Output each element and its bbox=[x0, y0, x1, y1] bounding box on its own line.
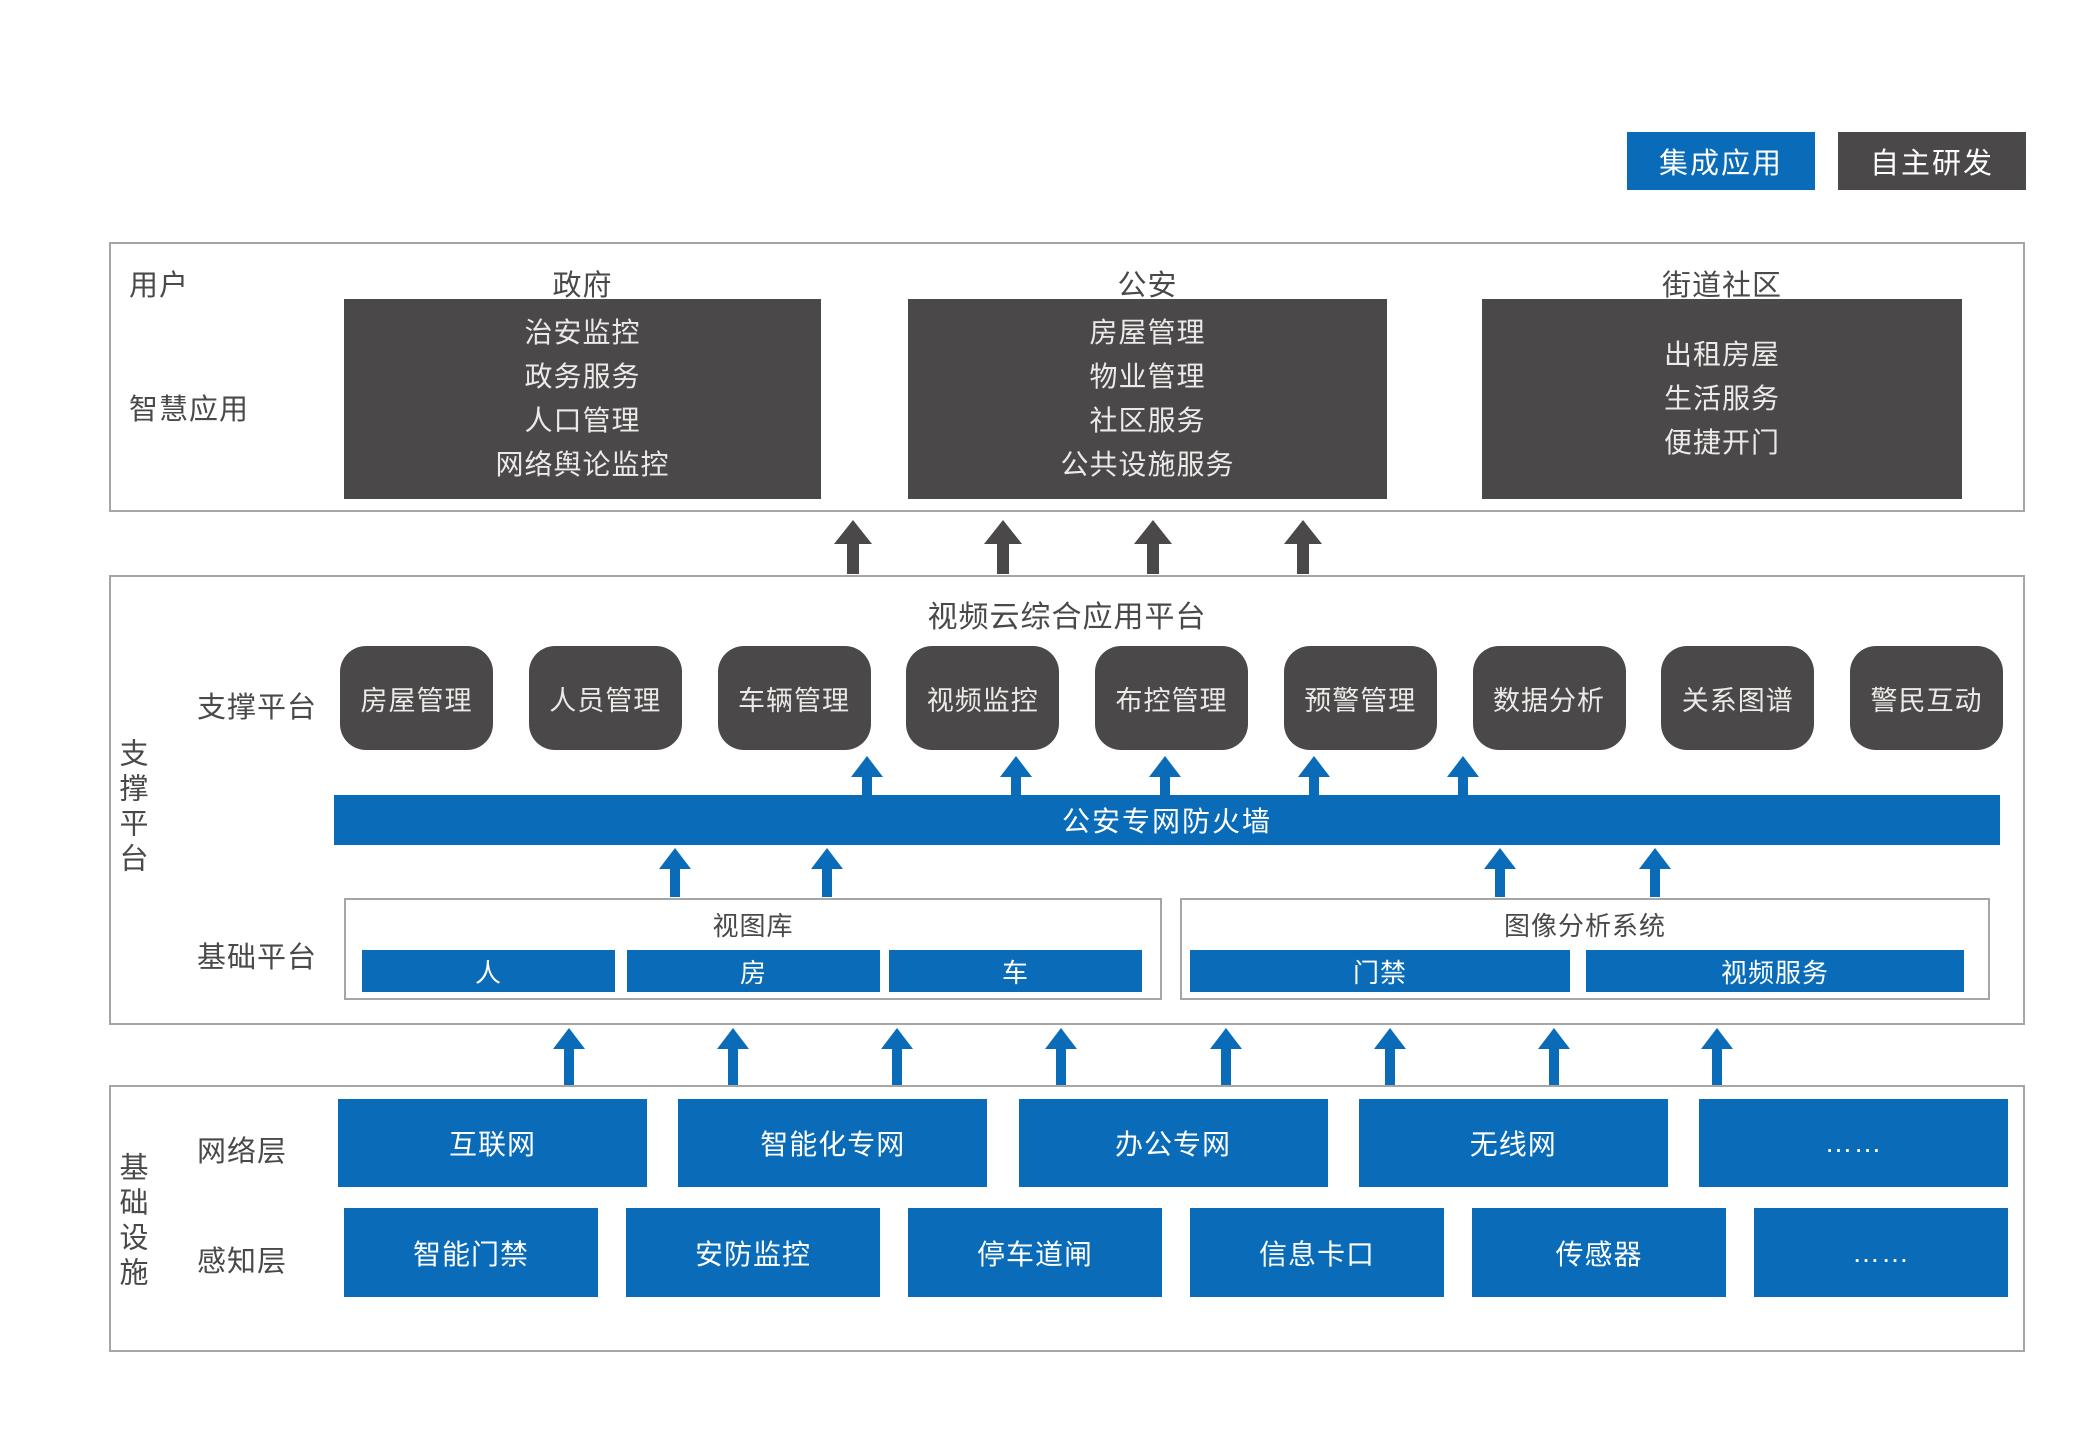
app-item: 出租房屋 bbox=[1663, 339, 1780, 370]
app-item: 治安监控 bbox=[524, 317, 641, 348]
support-module: 关系图谱 bbox=[1661, 646, 1815, 750]
up-arrow-icon bbox=[1484, 848, 1516, 897]
up-arrow-icon bbox=[1447, 756, 1479, 795]
sensing-item: 信息卡口 bbox=[1190, 1208, 1444, 1297]
app-item: 社区服务 bbox=[1089, 405, 1206, 436]
network-item: 无线网 bbox=[1358, 1099, 1668, 1187]
row-label-smart-apps: 智慧应用 bbox=[129, 394, 250, 426]
sensing-item: 停车道闸 bbox=[908, 1208, 1162, 1297]
column-header-community: 街道社区 bbox=[1661, 270, 1782, 302]
sub-item: 车 bbox=[889, 950, 1142, 992]
up-arrow-icon bbox=[1000, 756, 1032, 795]
side-label-infrastructure: 基础设施 bbox=[115, 1152, 147, 1292]
up-arrow-icon bbox=[1538, 1028, 1570, 1085]
up-arrow-icon bbox=[717, 1028, 749, 1085]
app-item: 公共设施服务 bbox=[1060, 449, 1235, 480]
up-arrow-icon bbox=[1134, 520, 1172, 574]
app-box-police: 房屋管理 物业管理 社区服务 公共设施服务 bbox=[908, 299, 1387, 499]
app-item: 网络舆论监控 bbox=[495, 449, 670, 480]
support-module: 人员管理 bbox=[528, 646, 682, 750]
network-item: 互联网 bbox=[338, 1099, 647, 1187]
sub-item: 房 bbox=[627, 950, 880, 992]
support-module: 车辆管理 bbox=[717, 646, 871, 750]
sensing-row: 智能门禁 安防监控 停车道闸 信息卡口 传感器 …… bbox=[344, 1208, 2008, 1297]
sensing-item: 传感器 bbox=[1472, 1208, 1726, 1297]
sub-item: 人 bbox=[362, 950, 615, 992]
side-label-support-platform: 支撑平台 bbox=[115, 738, 147, 878]
group-title: 视图库 bbox=[712, 911, 794, 941]
up-arrow-icon bbox=[1701, 1028, 1733, 1085]
up-arrow-icon bbox=[1639, 848, 1671, 897]
up-arrow-icon bbox=[851, 756, 883, 795]
legend-self-developed: 自主研发 bbox=[1838, 132, 2026, 190]
app-item: 政务服务 bbox=[524, 361, 641, 392]
app-box-community: 出租房屋 生活服务 便捷开门 bbox=[1482, 299, 1962, 499]
row-label-network: 网络层 bbox=[197, 1136, 288, 1168]
support-module: 房屋管理 bbox=[340, 646, 493, 750]
row-label-sensing: 感知层 bbox=[197, 1246, 288, 1278]
app-box-government: 治安监控 政务服务 人口管理 网络舆论监控 bbox=[344, 299, 821, 499]
network-row: 互联网 智能化专网 办公专网 无线网 …… bbox=[338, 1099, 2008, 1187]
support-module-row: 房屋管理 人员管理 车辆管理 视频监控 布控管理 预警管理 数据分析 关系图谱 … bbox=[340, 646, 2003, 750]
group-title: 图像分析系统 bbox=[1503, 911, 1666, 941]
firewall-bar: 公安专网防火墙 bbox=[334, 795, 2000, 845]
app-item: 便捷开门 bbox=[1663, 427, 1780, 458]
support-module: 预警管理 bbox=[1283, 646, 1437, 750]
row-label-users: 用户 bbox=[129, 270, 190, 302]
up-arrow-icon bbox=[811, 848, 843, 897]
app-item: 物业管理 bbox=[1089, 361, 1206, 392]
row-label-support: 支撑平台 bbox=[197, 692, 318, 724]
up-arrow-icon bbox=[553, 1028, 585, 1085]
app-item: 生活服务 bbox=[1663, 383, 1780, 414]
up-arrow-icon bbox=[834, 520, 872, 574]
network-item: …… bbox=[1699, 1099, 2008, 1187]
row-label-base-platform: 基础平台 bbox=[197, 942, 318, 974]
support-module: 数据分析 bbox=[1472, 646, 1626, 750]
app-item: 房屋管理 bbox=[1089, 317, 1206, 348]
up-arrow-icon bbox=[1149, 756, 1181, 795]
sensing-item: 智能门禁 bbox=[344, 1208, 598, 1297]
platform-title: 视频云综合应用平台 bbox=[927, 601, 1207, 634]
up-arrow-icon bbox=[1284, 520, 1322, 574]
sensing-item: …… bbox=[1754, 1208, 2008, 1297]
up-arrow-icon bbox=[881, 1028, 913, 1085]
sensing-item: 安防监控 bbox=[626, 1208, 880, 1297]
support-module: 视频监控 bbox=[906, 646, 1060, 750]
network-item: 智能化专网 bbox=[678, 1099, 988, 1187]
up-arrow-icon bbox=[984, 520, 1022, 574]
column-header-government: 政府 bbox=[552, 270, 613, 302]
image-analysis-box: 图像分析系统 门禁 视频服务 bbox=[1180, 898, 1990, 1000]
up-arrow-icon bbox=[1045, 1028, 1077, 1085]
up-arrow-icon bbox=[1374, 1028, 1406, 1085]
support-module: 布控管理 bbox=[1095, 646, 1248, 750]
up-arrow-icon bbox=[1298, 756, 1330, 795]
view-library-box: 视图库 人 房 车 bbox=[344, 898, 1162, 1000]
up-arrow-icon bbox=[659, 848, 691, 897]
support-module: 警民互动 bbox=[1850, 646, 2003, 750]
legend-integrated-app: 集成应用 bbox=[1627, 132, 1815, 190]
up-arrow-icon bbox=[1210, 1028, 1242, 1085]
column-header-police: 公安 bbox=[1117, 270, 1178, 302]
network-item: 办公专网 bbox=[1018, 1099, 1328, 1187]
app-item: 人口管理 bbox=[524, 405, 641, 436]
sub-item: 视频服务 bbox=[1586, 950, 1964, 992]
sub-item: 门禁 bbox=[1190, 950, 1570, 992]
